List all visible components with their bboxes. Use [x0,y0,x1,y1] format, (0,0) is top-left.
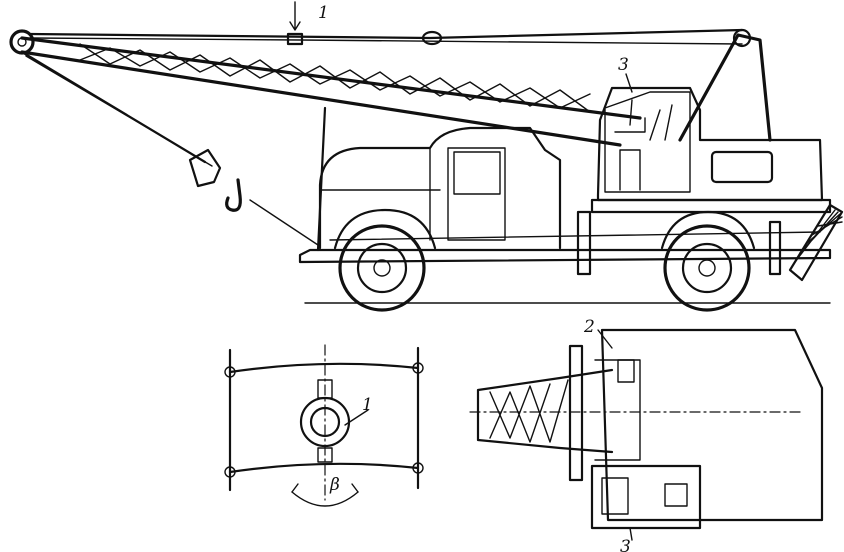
hook-block [188,148,222,188]
rear-wheel [663,224,751,312]
top-view-marker-3: 3 [620,537,631,552]
ring-frame-bottom [228,462,420,474]
control-levers [629,99,673,141]
tag-line [249,199,319,246]
top-marker-2-leader [597,329,613,349]
rear-ladder-rungs [794,209,843,263]
cab-door [447,147,506,241]
front-wheel-rim [356,242,408,294]
ring-leader [344,409,369,426]
top-boom-diagonals [489,379,569,443]
load-arrow-icon [289,1,301,31]
top-marker-3-leader [629,527,633,541]
cab-marker-label: 3 [618,55,629,75]
rear-wheel-rim [681,242,733,294]
bolt-bl [224,466,236,478]
boom-marker-label: 1 [318,3,329,23]
slewing-ring-view: 1 β [224,344,424,507]
front-wheel [338,224,426,312]
slewing-ring-inner [309,406,341,438]
front-fender [333,208,437,250]
chassis-frame [298,248,832,264]
top-cab-seat [664,483,688,507]
cab-window [453,151,501,195]
driver-cab [318,126,562,250]
top-view-marker-2: 2 [583,317,595,337]
operator-seat [614,117,646,191]
top-winch [617,359,635,383]
top-view-body [600,328,824,522]
bolt-tr [412,362,424,374]
hoist-rope-2 [25,55,213,167]
cab-marker-leader [625,73,633,93]
lattice-boom [20,36,642,147]
luffing-rope [28,28,744,40]
top-cab-panel [601,477,629,515]
operator-cab [604,91,691,193]
ring-frame-top [228,362,420,374]
slew-arc-arrow-icon [291,483,359,493]
load-indicator-box [286,32,304,46]
side-view: 1 3 [9,1,844,312]
slew-angle-arc [291,491,359,507]
top-outrigger-beam [568,344,584,482]
top-boom-lattice [476,368,614,454]
pinion-bottom [317,447,333,463]
engine-hood [321,147,441,241]
rear-ladder [788,203,844,282]
crane-house-window [710,150,774,184]
front-wheel-hub [373,259,391,277]
a-frame-gantry [678,33,772,142]
boom-head-sheave-inner [17,37,27,47]
turntable [590,198,832,214]
pinion-top [317,379,333,399]
rear-wheel-hub [698,259,716,277]
rope-block [421,30,443,46]
luffing-rope-lower [29,37,743,45]
bolt-br [412,462,424,474]
outrigger-post [576,210,592,276]
slew-angle-label: β [329,475,340,495]
top-view: 2 3 [469,317,824,552]
top-cab [590,464,702,530]
hook-icon [225,178,242,212]
slewing-ring-label: 1 [362,395,373,415]
rear-outrigger-post [768,220,782,276]
bolt-tl [224,366,236,378]
boom-support-stay [316,106,327,252]
